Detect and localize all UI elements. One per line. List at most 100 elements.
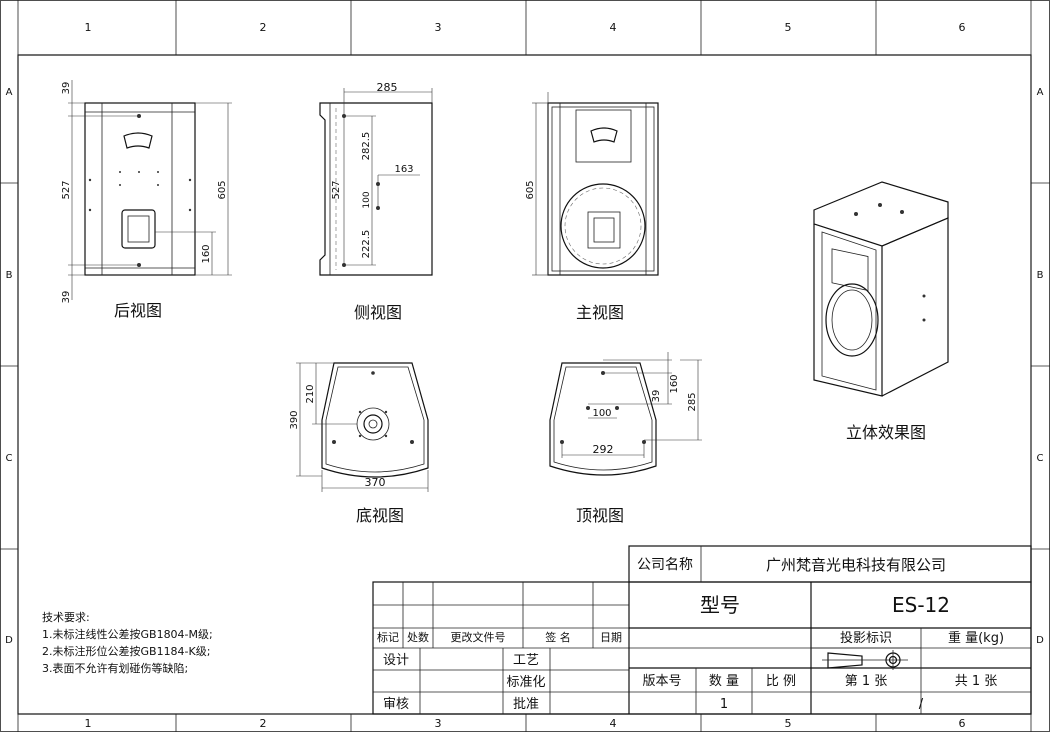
rev-header: 日期 [600, 631, 622, 644]
col-label: 4 [610, 21, 617, 34]
col-label: 1 [85, 21, 92, 34]
front-handle [590, 127, 618, 143]
front-view-title: 主视图 [576, 303, 624, 322]
rear-view: 39 527 39 605 160 后视图 [61, 80, 232, 320]
bottom-dim-390: 390 [289, 410, 300, 429]
col-label: 2 [260, 21, 267, 34]
top-dim-100: 100 [592, 408, 611, 419]
company-label: 公司名称 [637, 557, 693, 573]
sheet-total: 共 1 张 [955, 674, 998, 689]
process-label: 工艺 [513, 653, 539, 668]
col-label: 5 [785, 717, 792, 730]
scale-label: 比 例 [766, 674, 796, 689]
rev-header: 更改文件号 [451, 630, 506, 644]
front-view: 605 主视图 [525, 92, 659, 322]
horn-frame [575, 109, 632, 163]
bottom-view-title: 底视图 [356, 506, 404, 525]
row-label: D [5, 635, 13, 646]
title-block: 公司名称 广州梵音光电科技有限公司 型号 ES-12 标记 处数 更改文件号 签… [372, 545, 1032, 715]
top-view-title: 顶视图 [576, 506, 624, 525]
column-labels-top: 1 2 3 4 5 6 [85, 21, 966, 34]
note-item: 2.未标注形位公差按GB1184-K级; [42, 644, 210, 658]
side-outline [319, 102, 433, 276]
top-dim-292: 292 [593, 443, 614, 456]
rear-outline [84, 102, 196, 276]
top-dim-160: 160 [669, 374, 680, 393]
side-view: 285 527 282.5 163 100 222.5 侧视图 [319, 81, 433, 322]
row-label: C [1037, 453, 1044, 464]
row-label: D [1036, 635, 1044, 646]
row-label: B [6, 270, 13, 281]
technical-notes: 技术要求: 1.未标注线性公差按GB1804-M级; 2.未标注形位公差按GB1… [42, 611, 213, 675]
bottom-dim-370: 370 [365, 476, 386, 489]
inner-border [17, 54, 1032, 715]
rear-handle [123, 132, 153, 149]
col-label: 3 [435, 21, 442, 34]
side-dim-527: 527 [331, 180, 342, 199]
top-dim-39: 39 [651, 390, 662, 403]
quantity-value: 1 [720, 697, 728, 712]
row-labels: A B C D A B C D [5, 87, 1044, 646]
rear-dim-605: 605 [217, 180, 228, 199]
col-label: 6 [959, 21, 966, 34]
side-view-title: 侧视图 [354, 303, 402, 322]
side-dim-222: 222.5 [361, 230, 372, 259]
row-label: B [1037, 270, 1044, 281]
design-label: 设计 [383, 653, 409, 668]
col-label: 2 [260, 717, 267, 730]
approve-label: 批准 [513, 697, 539, 712]
iso-view-title: 立体效果图 [846, 423, 926, 442]
rear-dim-bottom: 39 [61, 291, 72, 304]
rev-header: 签 名 [545, 630, 571, 644]
rear-input-plate [121, 209, 156, 249]
note-item: 1.未标注线性公差按GB1804-M级; [42, 627, 213, 641]
row-label: A [6, 87, 13, 98]
iso-side-face [881, 217, 949, 397]
woofer-cutout [560, 183, 646, 269]
rear-view-title: 后视图 [114, 301, 162, 320]
bottom-dim-210: 210 [305, 384, 316, 403]
rear-dim-527: 527 [61, 180, 72, 199]
notes-heading: 技术要求: [42, 611, 90, 624]
front-outline [547, 102, 659, 276]
col-label: 1 [85, 717, 92, 730]
review-label: 审核 [383, 697, 409, 712]
projection-label: 投影标识 [840, 630, 892, 646]
isometric-view: 立体效果图 [813, 181, 949, 442]
weight-label: 重 量(kg) [948, 630, 1004, 646]
company-name: 广州梵音光电科技有限公司 [766, 556, 946, 574]
bottom-outline [321, 362, 429, 478]
side-dim-285: 285 [377, 81, 398, 94]
col-label: 5 [785, 21, 792, 34]
bottom-view: 390 210 370 底视图 [289, 362, 429, 525]
projection-symbol-icon [822, 650, 908, 670]
weight-value: / [919, 697, 924, 712]
note-item: 3.表面不允许有划碰伤等缺陷; [42, 661, 188, 675]
top-outline [549, 362, 657, 476]
col-label: 3 [435, 717, 442, 730]
side-dim-282: 282.5 [361, 132, 372, 161]
standard-label: 标准化 [506, 675, 545, 690]
column-labels-bottom: 1 2 3 4 5 6 [85, 717, 966, 730]
pole-socket [356, 407, 390, 441]
rear-dim-top: 39 [61, 82, 72, 95]
version-label: 版本号 [642, 674, 681, 689]
quantity-label: 数 量 [709, 674, 739, 689]
front-dim-605: 605 [525, 180, 536, 199]
sheet-number: 第 1 张 [845, 674, 888, 689]
model-value: ES-12 [892, 593, 950, 617]
rear-dim-160: 160 [201, 244, 212, 263]
top-view: 39 160 285 100 292 顶视图 [549, 352, 702, 525]
col-label: 6 [959, 717, 966, 730]
side-dim-163: 163 [394, 164, 413, 175]
rev-header: 处数 [407, 631, 429, 644]
side-dim-100: 100 [362, 191, 372, 208]
rev-header: 标记 [377, 630, 399, 644]
top-dim-285: 285 [687, 392, 698, 411]
row-label: C [6, 453, 13, 464]
row-label: A [1037, 87, 1044, 98]
iso-woofer [825, 283, 879, 357]
